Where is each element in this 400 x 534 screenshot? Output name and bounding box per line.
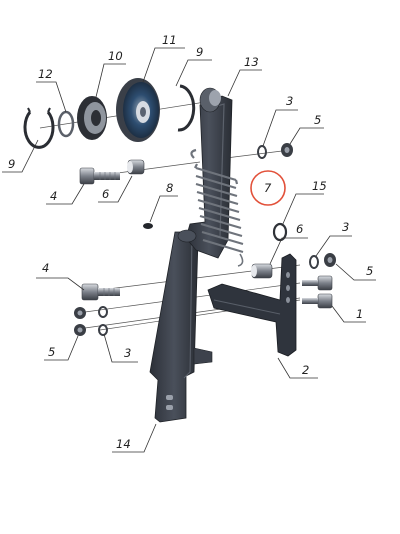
- washers-lower-left: [98, 306, 108, 336]
- label-15: 15: [312, 179, 327, 193]
- label-5-lower: 5: [48, 345, 55, 359]
- label-8: 8: [166, 181, 173, 195]
- label-11: 11: [162, 33, 177, 47]
- lower-arm-plate: [149, 231, 213, 423]
- label-5-right: 5: [366, 264, 373, 278]
- bolt-upper: [79, 167, 120, 185]
- retaining-ring-right: [177, 84, 196, 132]
- nut-upper: [281, 143, 293, 157]
- pulley: [116, 78, 160, 142]
- nut-right: [324, 253, 336, 267]
- label-6-lower: 6: [296, 222, 303, 236]
- label-3-right: 3: [342, 220, 349, 234]
- upper-arm: [177, 87, 233, 259]
- bracket-plate: [207, 253, 297, 357]
- bushing-lower: [251, 263, 273, 279]
- label-3-upper: 3: [286, 94, 293, 108]
- bolt-lower: [81, 283, 120, 301]
- label-1: 1: [356, 307, 363, 321]
- label-12: 12: [38, 67, 53, 81]
- bolts-1: [302, 275, 333, 309]
- washer-right: [309, 255, 319, 269]
- label-4-lower: 4: [42, 261, 49, 275]
- label-9-top: 9: [196, 45, 203, 59]
- label-10: 10: [108, 49, 123, 63]
- ring-15: [272, 222, 288, 242]
- label-13: 13: [244, 55, 259, 69]
- label-4-upper: 4: [50, 189, 57, 203]
- label-6-upper: 6: [102, 187, 109, 201]
- label-5-upper: 5: [314, 113, 321, 127]
- nuts-lower-left: [74, 307, 86, 336]
- bushing-upper: [127, 159, 145, 175]
- label-14: 14: [116, 437, 131, 451]
- label-7: 7: [264, 181, 272, 195]
- bearing: [77, 96, 107, 140]
- highlight-circle-7: [250, 170, 286, 206]
- retaining-ring-left: [23, 107, 55, 149]
- label-9-left: 9: [8, 157, 15, 171]
- leader-lines: [2, 47, 376, 453]
- part-labels: 11 10 12 9 9 13 3 5 4 6 8 7 15 6 3 5 4 1…: [8, 33, 373, 451]
- washer-upper: [257, 145, 267, 159]
- tension-spring: [190, 148, 244, 267]
- pin-8: [143, 223, 153, 229]
- label-2: 2: [302, 363, 309, 377]
- label-3-lower: 3: [124, 346, 131, 360]
